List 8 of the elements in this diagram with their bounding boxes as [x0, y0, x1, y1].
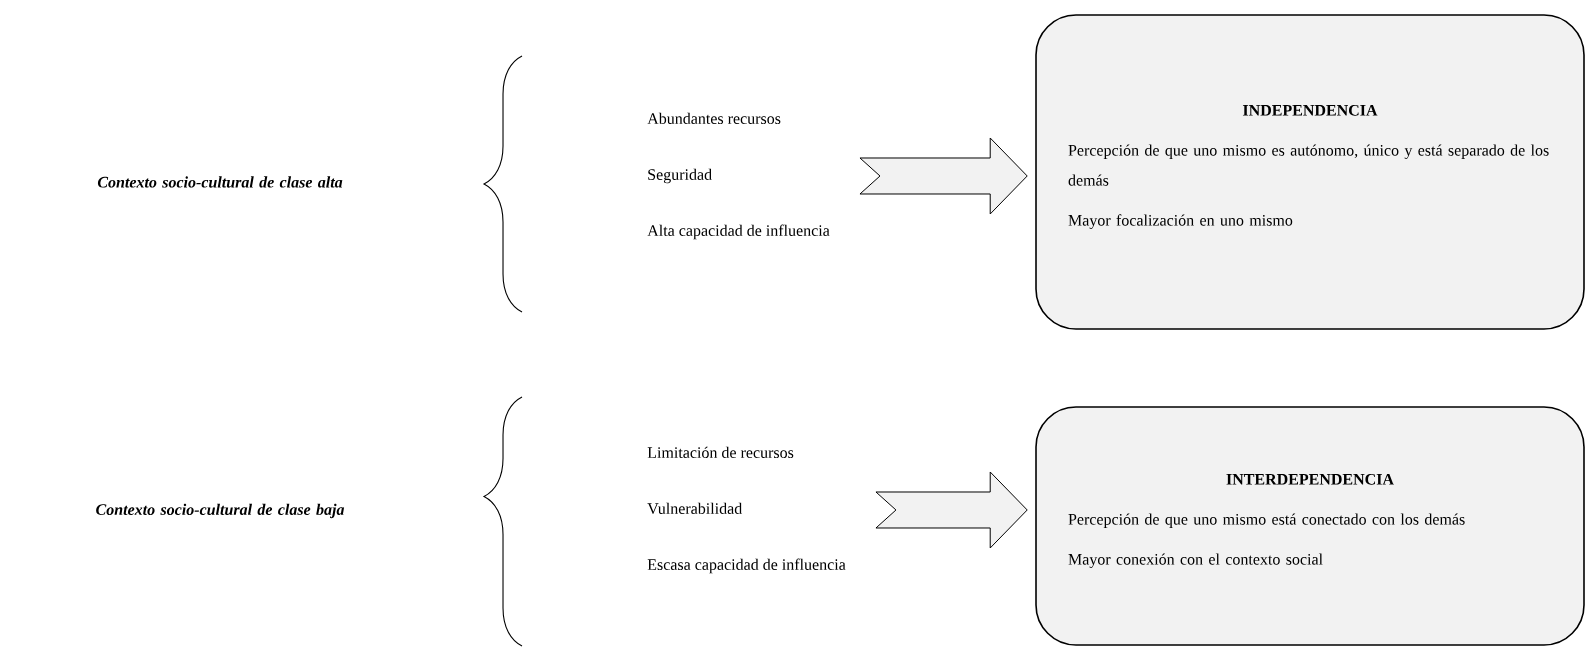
block-arrow: [859, 137, 1028, 215]
block-arrow: [875, 471, 1028, 549]
item-list: Abundantes recursos Seguridad Alta capacidad de influencia: [647, 112, 830, 240]
rounded-box: INDEPENDENCIA Percepción de que uno mismo es autónomo, único y está separado de los demás Mayor focalización en uno mismo: [1035, 14, 1585, 330]
context-label: Contexto socio-cultural de clase baja: [96, 503, 345, 519]
context-label: Contexto socio-cultural de clase alta: [97, 176, 343, 188]
item-list: Limitación de recursos Vulnerabilidad Escasa capacidad de influencia: [647, 446, 846, 574]
rounded-box: INTERDEPENDENCIA Percepción de que uno mismo está conectado con los demás Mayor conexión con el contexto social: [1035, 406, 1585, 646]
